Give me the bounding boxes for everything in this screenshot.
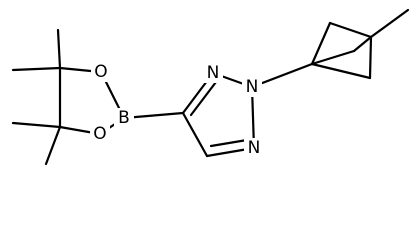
atom-o1: O [94, 62, 107, 82]
bond-bcp-1 [310, 21, 332, 66]
bond-c1-me-top [56, 28, 62, 70]
bond-bcp-methyl [369, 8, 410, 39]
bond-bcp-3 [310, 62, 372, 80]
molecule-structure: O O B N N N [11, 8, 410, 166]
bond-n2-n1 [250, 85, 256, 150]
atom-n3: N [207, 63, 220, 83]
bond-c2-me-bottom [44, 125, 62, 166]
bicyclopentane-bonds [310, 8, 410, 80]
atom-labels: O O B N N N [90, 62, 264, 158]
bond-bcp-6 [352, 35, 373, 53]
bond-bcp-2 [328, 21, 373, 39]
bond-c2-me-left [11, 121, 62, 129]
atom-n1: N [248, 138, 261, 158]
bond-c1-me-left [11, 66, 62, 72]
structure-canvas: O O B N N N [11, 8, 410, 166]
atom-b: B [118, 108, 130, 128]
bond-bcp-5 [310, 49, 356, 66]
bond-c5-c4 [181, 111, 209, 158]
bond-bcp-4 [368, 35, 373, 80]
atom-o2: O [93, 124, 106, 144]
atom-n2: N [246, 77, 259, 97]
bond-c4-n3-double [189, 80, 218, 117]
bond-n1-c5-double [209, 138, 249, 148]
